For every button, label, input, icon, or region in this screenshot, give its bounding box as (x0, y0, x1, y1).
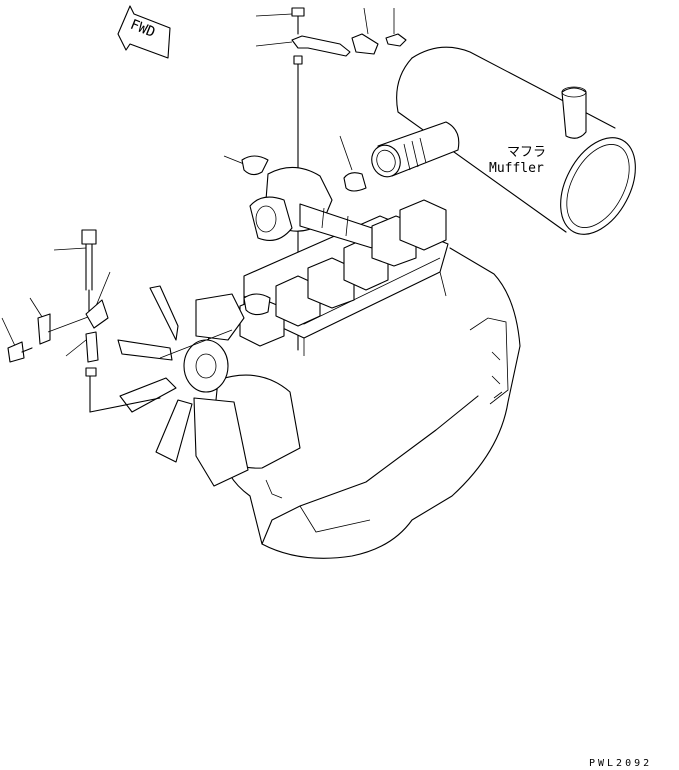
forward-arrow-icon: FWD (117, 5, 171, 59)
small-bolt (1, 317, 33, 363)
muffler-label-jp: マフラ (507, 145, 546, 160)
gasket (223, 155, 269, 176)
muffler-inlet-pipe (371, 121, 460, 178)
engine (117, 166, 521, 559)
top-bracket (255, 7, 407, 351)
muffler (396, 46, 636, 235)
bolt-long (53, 229, 97, 313)
muffler-label-en: Muffler (489, 161, 544, 176)
figure-code: PWL2092 (589, 758, 652, 769)
bracket-left (29, 271, 111, 345)
spacer (65, 331, 161, 413)
clamp (339, 135, 367, 192)
